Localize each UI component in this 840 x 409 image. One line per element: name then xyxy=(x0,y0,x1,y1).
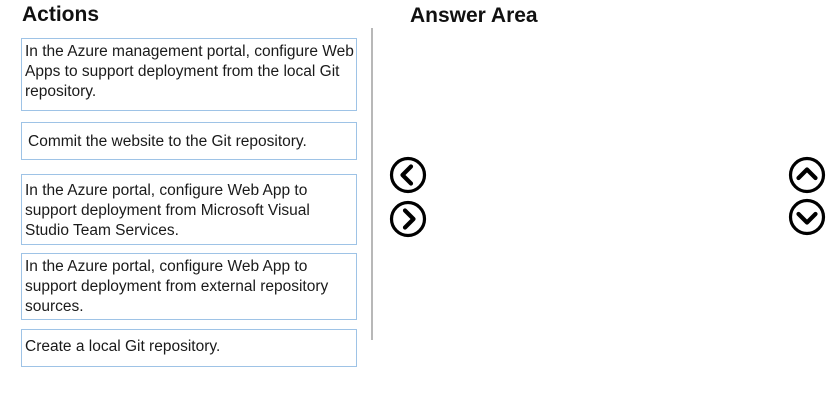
answer-area-heading: Answer Area xyxy=(410,4,538,27)
action-item-text: Create a local Git repository. xyxy=(25,338,221,355)
action-item[interactable]: Create a local Git repository. xyxy=(21,329,357,367)
move-right-button[interactable] xyxy=(389,200,427,238)
answer-area-drop-zone[interactable] xyxy=(440,40,770,370)
action-item-text: Commit the website to the Git repository… xyxy=(28,133,307,150)
action-item-text: In the Azure portal, configure Web App t… xyxy=(25,258,329,315)
action-item-text: In the Azure management portal, configur… xyxy=(25,43,354,100)
move-left-button[interactable] xyxy=(389,156,427,194)
action-item[interactable]: In the Azure portal, configure Web App t… xyxy=(21,253,357,320)
move-down-button[interactable] xyxy=(788,198,826,236)
action-item-text: In the Azure portal, configure Web App t… xyxy=(25,182,310,239)
move-up-button[interactable] xyxy=(788,156,826,194)
chevron-up-circle-icon xyxy=(788,156,826,194)
actions-heading: Actions xyxy=(22,3,100,26)
action-item[interactable]: Commit the website to the Git repository… xyxy=(21,122,357,160)
column-divider xyxy=(371,28,373,340)
chevron-left-circle-icon xyxy=(389,156,427,194)
action-item[interactable]: In the Azure management portal, configur… xyxy=(21,38,357,111)
action-item[interactable]: In the Azure portal, configure Web App t… xyxy=(21,174,357,245)
chevron-right-circle-icon xyxy=(389,200,427,238)
chevron-down-circle-icon xyxy=(788,198,826,236)
